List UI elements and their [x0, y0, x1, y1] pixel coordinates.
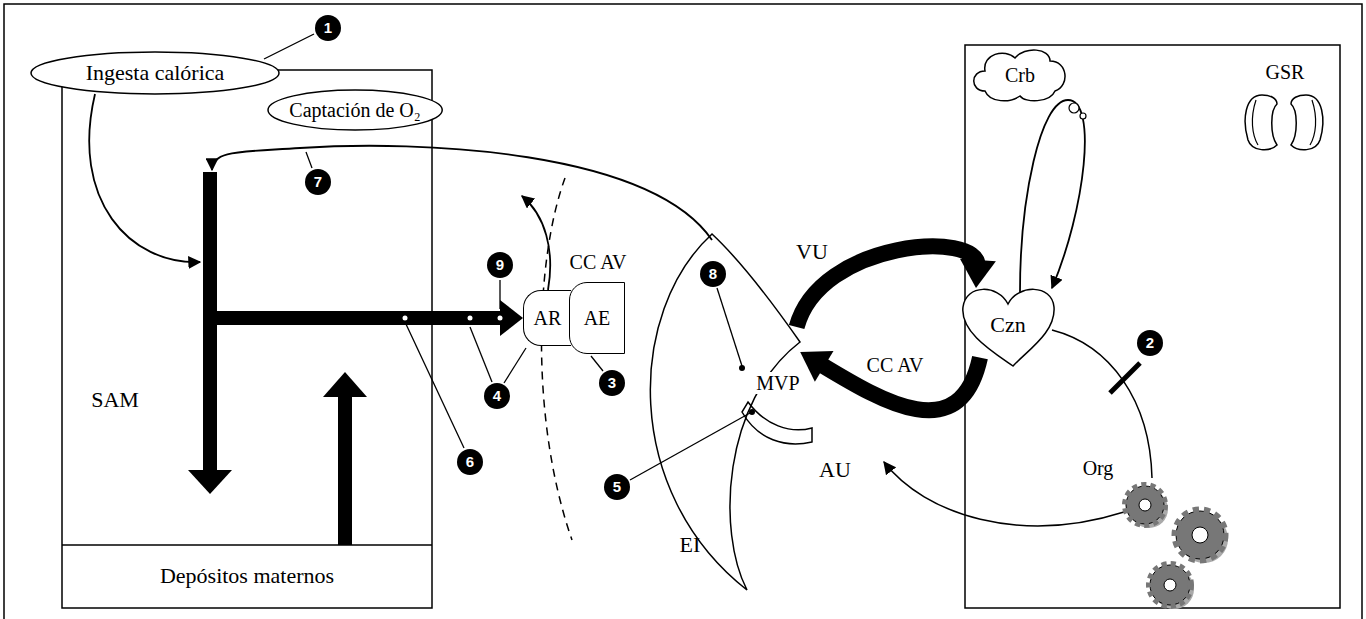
gear-teeth [1175, 510, 1225, 560]
leader-lines [264, 34, 750, 480]
cloud-bubble [1069, 103, 1079, 113]
sam-horizontal-bar [210, 311, 502, 325]
ae-block: AE [569, 282, 625, 354]
sam-right-head [500, 300, 523, 336]
callout-number: 3 [599, 370, 625, 396]
leader-line [306, 152, 312, 168]
back-flow-arrow [522, 196, 550, 290]
gear-teeth [1125, 485, 1165, 525]
gear-teeth [1149, 564, 1191, 606]
callout-number: 6 [457, 449, 483, 475]
node-label: Ingesta calórica [86, 61, 225, 85]
leader-line [499, 280, 500, 309]
node-label: Depósitos maternos [160, 564, 334, 588]
ar-block: AR [523, 290, 571, 346]
bar-dot [498, 316, 503, 321]
intake-arrow [89, 94, 200, 262]
leader-line [470, 327, 492, 382]
callout-number: 1 [315, 15, 341, 41]
leader-line [591, 356, 603, 371]
leader-line [264, 34, 314, 59]
kidney-icon [1245, 95, 1277, 150]
leader-dot [749, 409, 755, 415]
callout-number: 2 [1137, 330, 1163, 356]
gear [1150, 565, 1190, 605]
gear-hub [1192, 527, 1208, 543]
vessel-label: VU [794, 240, 830, 264]
heart-path [963, 289, 1054, 366]
node-label: Captación de O₂ [289, 99, 420, 121]
fetal-box [965, 45, 1340, 608]
gear [1126, 486, 1164, 524]
gear-hub [1139, 499, 1151, 511]
organ-flow-line [1052, 330, 1152, 478]
node-label: Czn [990, 313, 1025, 337]
callout-number: 9 [487, 252, 513, 278]
circulation-connector [800, 351, 980, 410]
sam-down-head [188, 470, 232, 494]
callout-number: 5 [604, 474, 630, 500]
ellipse-path [268, 90, 442, 130]
cloud-path [974, 50, 1065, 101]
kidney-detail [1310, 100, 1316, 145]
brain-loop [1020, 100, 1085, 292]
gear-icons [1125, 485, 1228, 609]
gear [1176, 511, 1224, 559]
heart-shape: Czn [958, 282, 1058, 368]
villus-band [742, 402, 812, 444]
leader-line [717, 288, 742, 366]
part-label: GSR [1264, 61, 1307, 83]
callout-number: 4 [484, 383, 510, 409]
part-label: MVP [754, 372, 801, 394]
flow-arrowhead [800, 351, 833, 382]
oxygen-ellipse: Captación de O₂ [267, 89, 443, 131]
deposit-divider [62, 544, 432, 546]
bar-dot [468, 316, 473, 321]
outer-frame [4, 4, 1362, 619]
node-label: EI [680, 533, 701, 557]
flow-arrowhead [960, 259, 996, 288]
part-label: SAM [89, 388, 141, 412]
deposit-up-head [323, 372, 367, 397]
return-arrow [212, 146, 712, 240]
part-label: CC AV [568, 251, 629, 273]
vessel-label: AU [817, 458, 853, 482]
leader-line [504, 348, 526, 383]
part-label: CC AV [865, 354, 926, 376]
kidney-icon [1291, 95, 1323, 150]
kidney-detail [1252, 100, 1258, 145]
deposit-up-bar [338, 395, 352, 545]
ellipse-path [31, 52, 279, 94]
part-label: Org [1081, 457, 1116, 479]
node-label: AE [584, 307, 611, 329]
cloud-bubble [1080, 113, 1086, 119]
crescent-path [650, 234, 800, 590]
gear-hub [1164, 579, 1176, 591]
leader-dot [739, 365, 745, 371]
bar-dot [403, 316, 408, 321]
callout-number: 8 [700, 261, 726, 287]
node-label: Crb [1005, 64, 1035, 86]
node-label: AR [534, 307, 562, 329]
block-mark [1110, 363, 1140, 393]
deposit-band: Depósitos maternos [62, 545, 432, 608]
brain-cloud: Crb [970, 46, 1070, 104]
intake-ellipse: Ingesta calórica [30, 51, 280, 95]
leader-line [405, 322, 464, 448]
callout-number: 7 [305, 169, 331, 195]
